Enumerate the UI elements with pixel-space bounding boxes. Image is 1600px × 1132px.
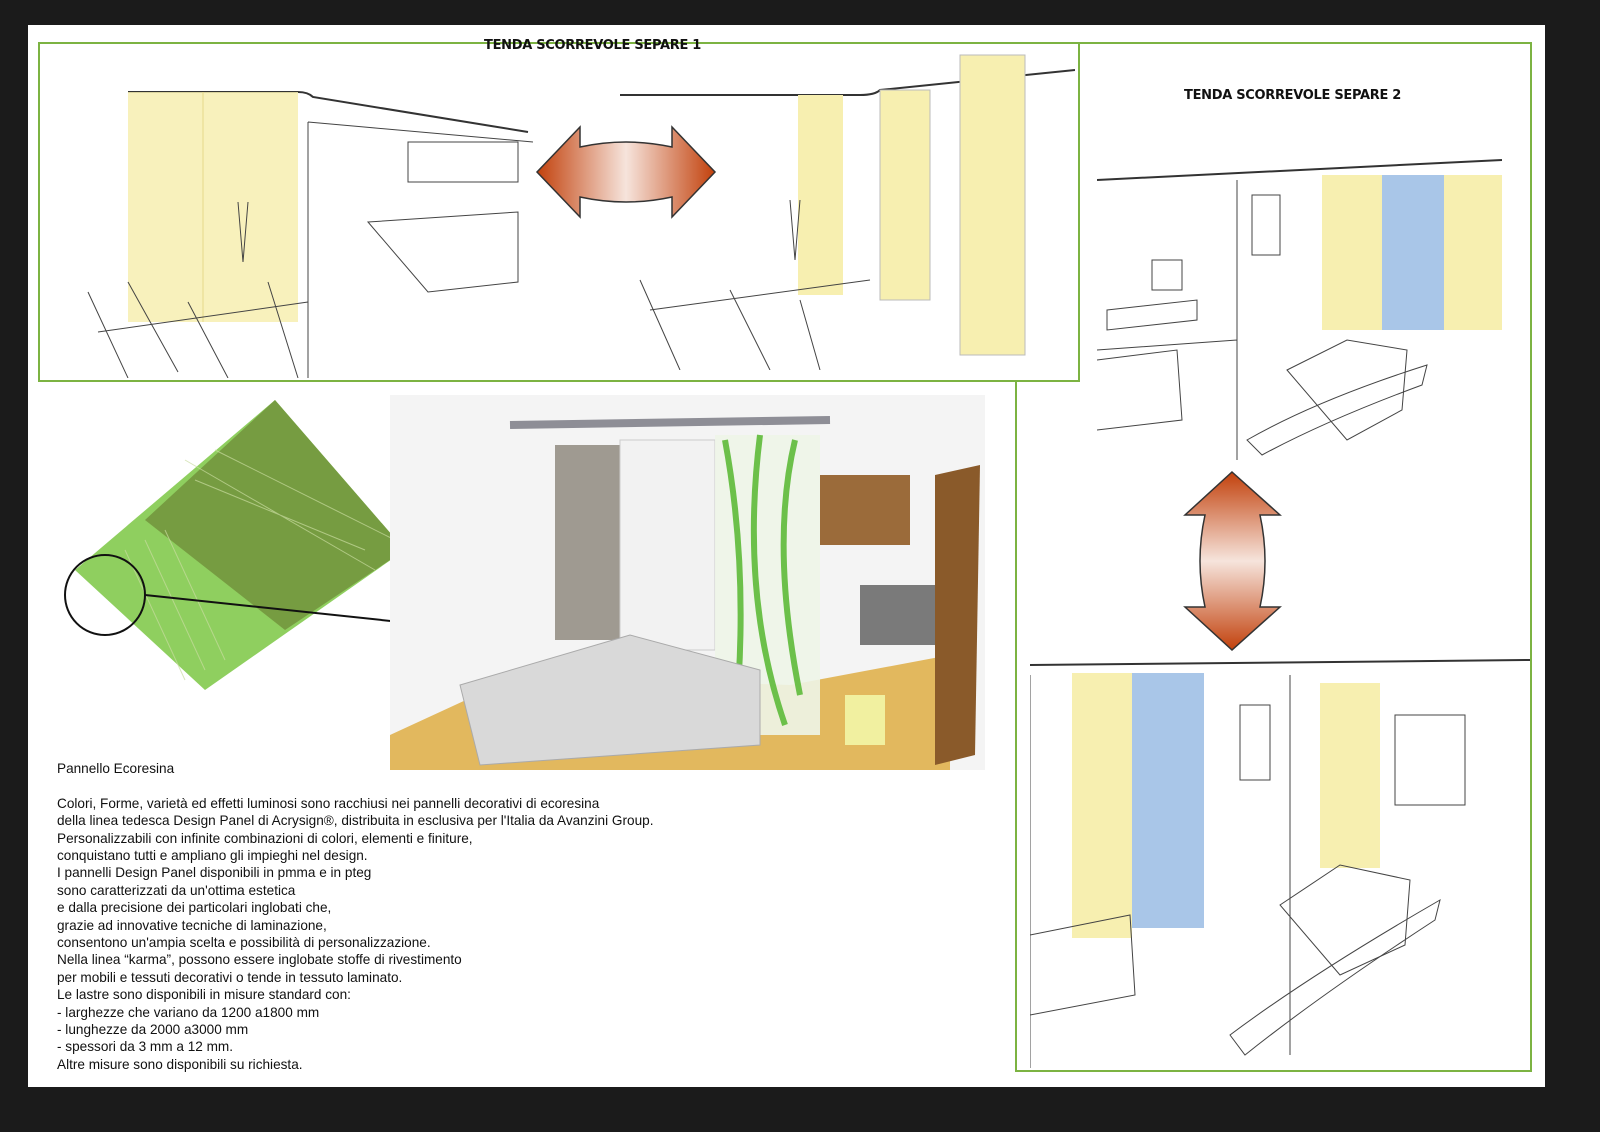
sketch-separe2-closed	[1097, 159, 1502, 460]
description-line: Altre misure sono disponibili su richies…	[57, 1056, 303, 1072]
render-living-room-ecoresina	[390, 395, 985, 770]
description-line: - lunghezze da 2000 a3000 mm	[57, 1022, 249, 1038]
transition-arrow-horizontal-icon	[535, 125, 717, 219]
description-line: della linea tedesca Design Panel di Acry…	[57, 813, 654, 829]
separe2-frame	[1015, 42, 1532, 1072]
description-line: conquistano tutti e ampliano gli impiegh…	[57, 848, 368, 864]
separe1-frame	[38, 42, 1080, 382]
description-line: Personalizzabili con infinite combinazio…	[57, 830, 473, 846]
description-line: - larghezze che variano da 1200 a1800 mm	[57, 1004, 320, 1020]
description-line: Le lastre sono disponibili in misure sta…	[57, 987, 351, 1003]
description-line: per mobili e tessuti decorativi o tende …	[57, 969, 403, 985]
ecoresina-description: Pannello Ecoresina Colori, Forme, variet…	[57, 760, 653, 1073]
description-line: e dalla precisione dei particolari inglo…	[57, 900, 332, 916]
description-line: sono caratterizzati da un'ottima estetic…	[57, 882, 296, 898]
description-heading: Pannello Ecoresina	[57, 761, 175, 776]
separe1-title: TENDA SCORREVOLE SEPARE 1	[484, 38, 702, 53]
description-line: grazie ad innovative tecniche di laminaz…	[57, 917, 327, 933]
transition-arrow-vertical-icon	[1183, 470, 1282, 652]
sketch-separe1-closed	[87, 91, 533, 378]
separe2-title: TENDA SCORREVOLE SEPARE 2	[1184, 88, 1402, 103]
description-line: - spessori da 3 mm a 12 mm.	[57, 1039, 234, 1055]
description-line: Nella linea “karma”, possono essere ingl…	[57, 952, 462, 968]
separe2-frame-left	[1015, 380, 1017, 1070]
description-line: consentono un'ampia scelta e possibilità…	[57, 935, 431, 951]
description-line: I pannelli Design Panel disponibili in p…	[57, 865, 372, 881]
sketch-separe1-open	[620, 54, 1075, 370]
description-line: Colori, Forme, varietà ed effetti lumino…	[57, 795, 600, 811]
sketch-separe2-open	[1030, 659, 1530, 1068]
